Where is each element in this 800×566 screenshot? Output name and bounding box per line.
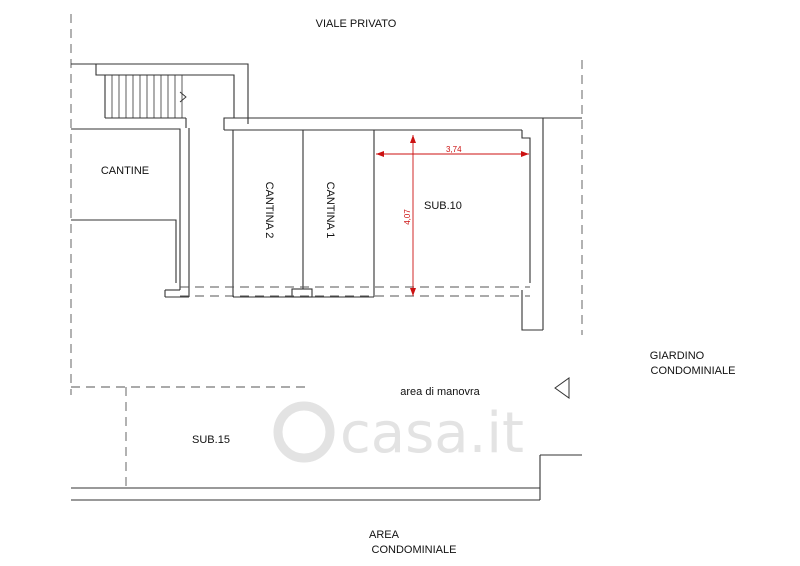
cantine-room bbox=[71, 128, 181, 290]
arrow-right-icon bbox=[521, 151, 529, 157]
sub10-label: SUB.10 bbox=[424, 200, 462, 212]
cellar-block bbox=[164, 117, 582, 331]
viale-privato-label: VIALE PRIVATO bbox=[316, 18, 397, 30]
watermark-logo-icon bbox=[273, 401, 335, 463]
entry-arrow-icon bbox=[554, 377, 570, 399]
width-dimension-label: 3,74 bbox=[446, 145, 462, 154]
arrow-up-icon bbox=[410, 135, 416, 143]
stair-direction-arrow-icon bbox=[179, 91, 187, 103]
cantine-label: CANTINE bbox=[101, 165, 149, 177]
arrow-down-icon bbox=[410, 288, 416, 296]
arrow-left-icon bbox=[376, 151, 384, 157]
sub15-label: SUB.15 bbox=[192, 434, 230, 446]
area-label: AREA bbox=[369, 529, 400, 541]
stair-steps bbox=[111, 75, 183, 118]
depth-dimension-label: 4,07 bbox=[403, 209, 412, 225]
area-condominiale-label: CONDOMINIALE bbox=[372, 544, 457, 556]
giardino-condominiale-label: CONDOMINIALE bbox=[651, 365, 736, 377]
bottom-walls bbox=[71, 487, 540, 501]
garden-side bbox=[539, 377, 582, 500]
property-boundaries bbox=[70, 14, 583, 488]
giardino-label: GIARDINO bbox=[650, 350, 705, 362]
sub10-dimensions: 3,74 4,07 bbox=[376, 135, 529, 296]
watermark: casa.it bbox=[273, 401, 524, 466]
cantina-1-label: CANTINA 1 bbox=[324, 182, 336, 239]
area-di-manovra-label: area di manovra bbox=[400, 386, 480, 398]
watermark-text: casa.it bbox=[340, 401, 524, 466]
staircase bbox=[71, 63, 249, 128]
cantina-2-label: CANTINA 2 bbox=[263, 182, 275, 239]
